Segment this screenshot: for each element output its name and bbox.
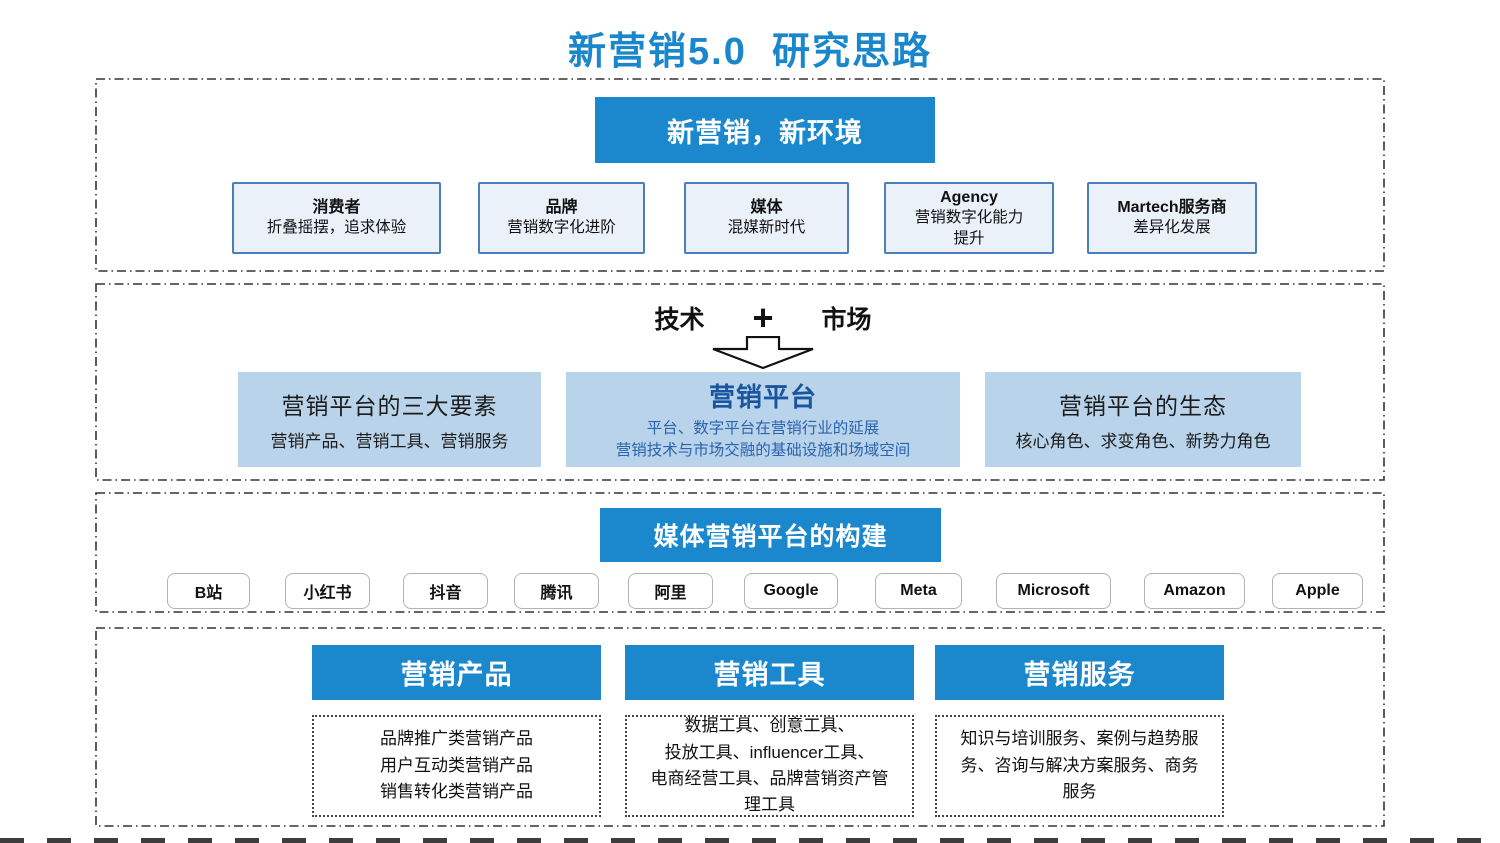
card-title: Martech服务商 (1117, 199, 1227, 217)
platform-chip-tencent: 腾讯 (514, 573, 599, 609)
platform-chip-microsoft: Microsoft (996, 573, 1111, 609)
section1-header: 新营销，新环境 (595, 97, 935, 163)
card-desc: 营销数字化进阶 (507, 219, 616, 237)
box-desc: 平台、数字平台在营销行业的延展 营销技术与市场交融的基础设施和场域空间 (615, 419, 911, 459)
column-header-products: 营销产品 (312, 645, 601, 700)
column-header-tools: 营销工具 (625, 645, 914, 700)
column-body-products: 品牌推广类营销产品 用户互动类营销产品 销售转化类营销产品 (312, 715, 601, 817)
section-dash-border (95, 283, 1385, 481)
card-desc: 差异化发展 (1133, 219, 1211, 237)
card-desc: 混媒新时代 (727, 219, 806, 237)
platform-chip-google: Google (744, 573, 838, 609)
tech-plus-market-row: 技术 + 市场 (13, 300, 1500, 336)
column-header-services: 营销服务 (935, 645, 1224, 700)
box-three-elements: 营销平台的三大要素 营销产品、营销工具、营销服务 (238, 372, 541, 467)
card-title: Agency (940, 188, 998, 206)
column-body-services: 知识与培训服务、案例与趋势服 务、咨询与解决方案服务、商务 服务 (935, 715, 1224, 817)
box-marketing-platform: 营销平台 平台、数字平台在营销行业的延展 营销技术与市场交融的基础设施和场域空间 (566, 372, 960, 467)
section-products-tools-services (95, 627, 1385, 827)
section-marketing-platform (95, 283, 1385, 481)
tech-label: 技术 (654, 306, 705, 334)
down-arrow-icon (712, 336, 814, 370)
card-consumer: 消费者 折叠摇摆，追求体验 (232, 182, 441, 254)
platform-chip-alibaba: 阿里 (628, 573, 713, 609)
column-body-tools: 数据工具、创意工具、 投放工具、influencer工具、 电商经营工具、品牌营… (625, 715, 914, 817)
box-title: 营销平台的三大要素 (281, 393, 498, 419)
bottom-cutoff-dash-line (0, 838, 1500, 843)
box-title: 营销平台 (708, 381, 817, 412)
page-title: 新营销5.0 研究思路 (568, 31, 932, 73)
platform-chip-douyin: 抖音 (403, 573, 488, 609)
section-dash-border (95, 627, 1385, 827)
card-brand: 品牌 营销数字化进阶 (478, 182, 645, 254)
plus-sign: + (752, 297, 774, 338)
section3-header: 媒体营销平台的构建 (600, 508, 941, 562)
card-title: 媒体 (750, 199, 783, 217)
box-title: 营销平台的生态 (1059, 393, 1227, 419)
market-label: 市场 (821, 306, 872, 334)
card-desc: 折叠摇摆，追求体验 (266, 219, 407, 237)
card-desc: 营销数字化能力 提升 (914, 209, 1024, 247)
card-media: 媒体 混媒新时代 (684, 182, 849, 254)
card-title: 消费者 (312, 199, 361, 217)
platform-chip-meta: Meta (875, 573, 962, 609)
platform-chip-bilibili: B站 (167, 573, 250, 609)
platform-chip-xiaohongshu: 小红书 (285, 573, 370, 609)
card-title: 品牌 (545, 199, 578, 217)
platform-chip-amazon: Amazon (1144, 573, 1245, 609)
platform-chip-apple: Apple (1272, 573, 1363, 609)
box-desc: 核心角色、求变角色、新势力角色 (1015, 432, 1271, 451)
box-desc: 营销产品、营销工具、营销服务 (270, 432, 509, 451)
card-martech: Martech服务商 差异化发展 (1087, 182, 1257, 254)
card-agency: Agency 营销数字化能力 提升 (884, 182, 1054, 254)
box-platform-ecosystem: 营销平台的生态 核心角色、求变角色、新势力角色 (985, 372, 1301, 467)
